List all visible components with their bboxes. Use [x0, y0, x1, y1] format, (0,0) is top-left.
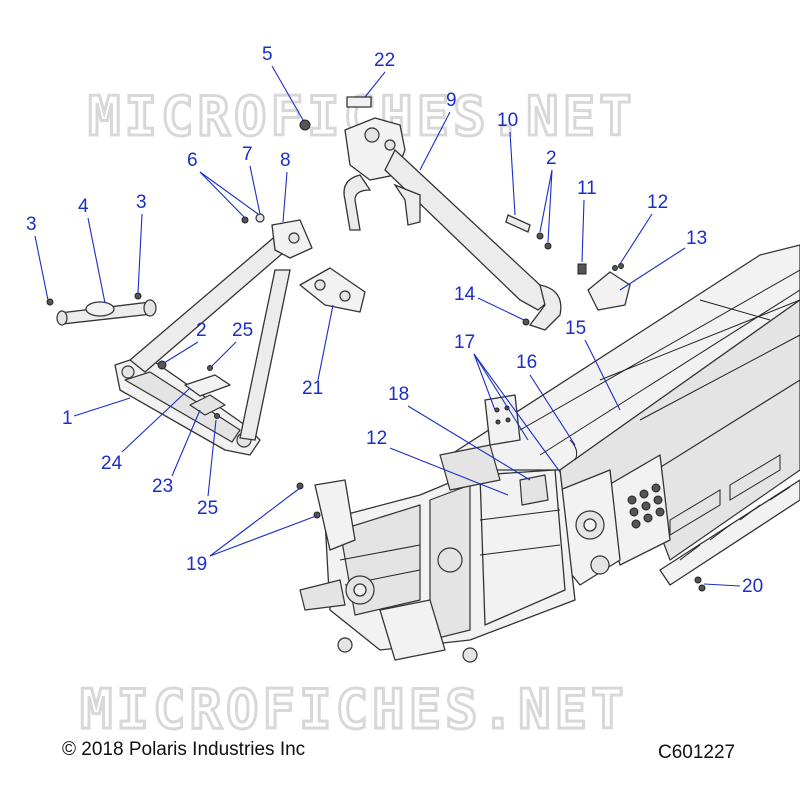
- callout-18: 18: [388, 384, 409, 405]
- callout-19: 19: [186, 554, 207, 575]
- callouts: 5 22 9 10 2 6 7 8 11 12 13 3 4 3 14 15: [26, 44, 763, 597]
- callout-25-top: 25: [232, 320, 253, 341]
- callout-5: 5: [262, 44, 273, 65]
- cable-16: [569, 439, 578, 461]
- bolt-25a: [207, 365, 213, 371]
- bulkhead-assembly: [299, 394, 576, 663]
- nut-2b: [544, 242, 552, 250]
- callout-4: 4: [78, 196, 89, 217]
- plate-holes: [627, 483, 665, 529]
- callout-17: 17: [454, 332, 475, 353]
- hardware: [46, 96, 706, 592]
- washer-7: [255, 213, 265, 223]
- plate-24: [184, 374, 231, 397]
- callout-13: 13: [686, 228, 707, 249]
- plate-23: [189, 394, 226, 416]
- callout-1: 1: [62, 408, 73, 429]
- callout-16: 16: [516, 352, 537, 373]
- callout-11: 11: [577, 178, 597, 199]
- callout-7: 7: [242, 144, 253, 165]
- bolt-6: [241, 216, 249, 224]
- bolt-20b: [698, 584, 706, 592]
- callout-3-right: 3: [136, 192, 147, 213]
- bolt-25b: [214, 413, 220, 419]
- callout-12-top: 12: [647, 192, 668, 213]
- callout-15: 15: [565, 318, 586, 339]
- callout-2-top: 2: [546, 148, 557, 169]
- bracket-13: [587, 271, 631, 311]
- bolt-14: [522, 318, 530, 326]
- bolt-5: [299, 119, 311, 131]
- spring-11: [577, 263, 587, 275]
- callout-23: 23: [152, 476, 173, 497]
- bolt-19b: [313, 511, 321, 519]
- callout-6: 6: [187, 150, 198, 171]
- label-22: [346, 96, 372, 108]
- steering-support-9: [343, 117, 562, 331]
- nut-2a: [536, 232, 544, 240]
- callout-12-mid: 12: [366, 428, 387, 449]
- bolt-19a: [296, 482, 304, 490]
- callout-20: 20: [742, 576, 763, 597]
- link-10: [505, 214, 531, 233]
- bolt-12a: [612, 265, 618, 271]
- callout-9: 9: [446, 90, 457, 111]
- watermark-bottom: MICROFICHES.NET: [80, 678, 628, 741]
- lower-frame-1: [114, 219, 313, 456]
- callout-25-bottom: 25: [197, 498, 218, 519]
- bolt-20a: [694, 576, 702, 584]
- callout-10: 10: [497, 110, 518, 131]
- callout-22: 22: [374, 50, 395, 71]
- callout-21: 21: [302, 378, 323, 399]
- callout-14: 14: [454, 284, 476, 305]
- diagram-code: C601227: [658, 742, 735, 763]
- callout-2-mid: 2: [196, 320, 207, 341]
- callout-3-left: 3: [26, 214, 37, 235]
- copyright-text: © 2018 Polaris Industries Inc: [62, 739, 305, 760]
- bracket-21: [299, 267, 366, 313]
- callout-8: 8: [280, 150, 291, 171]
- bolt-12b: [618, 263, 624, 269]
- bolt-3b: [134, 292, 142, 300]
- callout-24: 24: [101, 453, 123, 474]
- bolt-3a: [46, 298, 54, 306]
- tie-rod-4: [56, 299, 157, 326]
